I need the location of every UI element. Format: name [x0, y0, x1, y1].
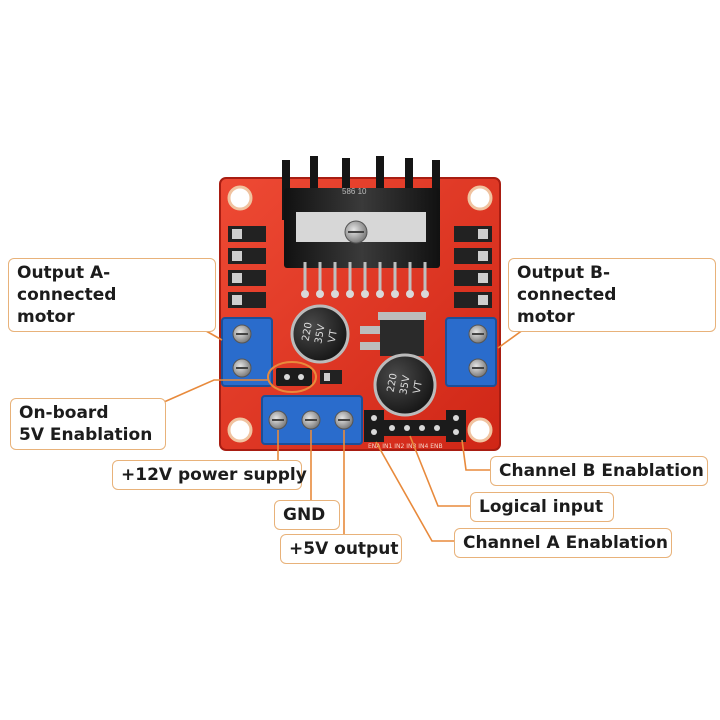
screw-terminal-icon — [221, 317, 273, 387]
screw-terminal-icon — [445, 317, 497, 387]
jumper-highlight — [267, 361, 317, 393]
cap-right-line1: 220 — [386, 372, 400, 393]
cap-left-line1: 220 — [301, 321, 315, 342]
leader-channel-a — [375, 441, 454, 542]
mounting-holes — [227, 185, 493, 443]
cap-right-text: 220 35V VT — [386, 372, 425, 395]
electrolytic-capacitor-icon — [290, 304, 350, 364]
solder-pads — [301, 290, 429, 298]
voltage-regulator — [360, 312, 426, 356]
cap-right-line2: 35V — [398, 374, 412, 395]
label-onboard-5v: On-board 5V Enablation — [10, 398, 166, 450]
chip-pins — [303, 262, 427, 292]
label-output-b: Output B-connected motor — [508, 258, 716, 332]
screw-terminal-icon — [261, 395, 363, 445]
leader-onboard-5v — [163, 379, 268, 403]
label-output-a: Output A-connected motor — [8, 258, 216, 332]
heatsink-icon — [282, 156, 440, 268]
jumper-icon — [276, 368, 342, 386]
label-logical-input: Logical input — [470, 492, 614, 522]
leader-logical — [409, 435, 470, 507]
label-channel-b-enablation: Channel B Enablation — [490, 456, 708, 486]
cap-left-text: 220 35V VT — [301, 321, 340, 344]
cap-left-line3: VT — [327, 328, 340, 344]
electrolytic-capacitor-icon — [373, 353, 437, 417]
cap-left-line2: 35V — [313, 323, 327, 344]
pin-labels: ENA IN1 IN2 IN3 IN4 ENB — [368, 443, 443, 450]
label-5v-output: +5V output — [280, 534, 402, 564]
label-gnd: GND — [274, 500, 340, 530]
leader-channel-b — [461, 439, 490, 471]
label-channel-a-enablation: Channel A Enablation — [454, 528, 672, 558]
chip-marking: 586 10 — [342, 187, 367, 196]
diode-icon — [228, 226, 266, 308]
cap-right-line3: VT — [412, 379, 425, 395]
diode-icon — [454, 226, 492, 308]
label-12v-power-supply: +12V power supply — [112, 460, 307, 490]
logic-header — [364, 410, 466, 442]
